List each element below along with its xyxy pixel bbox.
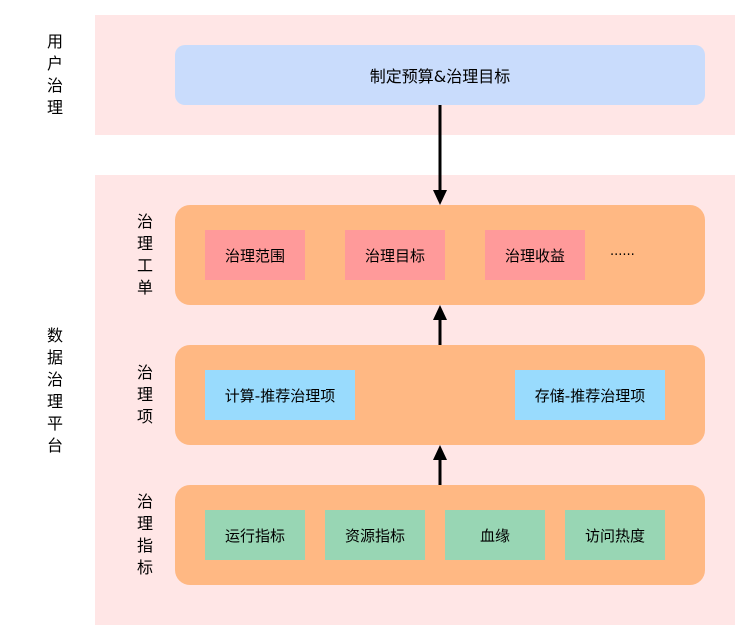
ticket-item-scope: 治理范围 — [205, 230, 305, 280]
label-char: 理 — [136, 385, 153, 404]
label-char: 工 — [136, 256, 153, 275]
label-char: 理 — [136, 234, 153, 253]
label-char: 理 — [46, 392, 63, 411]
label-char: 指 — [136, 536, 153, 555]
ticket-layer-label: 治 理 工 单 — [135, 211, 155, 299]
label-char: 平 — [46, 414, 63, 433]
storage-recommend-item: 存储-推荐治理项 — [515, 370, 665, 420]
label-char: 数 — [46, 326, 63, 345]
metric-access-heat: 访问热度 — [565, 510, 665, 560]
label-char: 理 — [46, 98, 63, 117]
arrow-up-items-to-tickets — [433, 305, 447, 345]
label-char: 台 — [46, 436, 63, 455]
metrics-layer-label: 治 理 指 标 — [135, 491, 155, 579]
arrow-down-goal-to-tickets — [433, 105, 447, 205]
metric-runtime: 运行指标 — [205, 510, 305, 560]
label-char: 治 — [136, 363, 153, 382]
budget-goal-box: 制定预算&治理目标 — [175, 45, 705, 105]
governance-item-layer-label: 治 理 项 — [135, 362, 155, 428]
metric-resource: 资源指标 — [325, 510, 425, 560]
more-ellipsis: ...... — [610, 244, 635, 259]
label-char: 治 — [136, 492, 153, 511]
platform-label: 数 据 治 理 平 台 — [45, 325, 65, 457]
label-char: 治 — [136, 212, 153, 231]
metric-lineage: 血缘 — [445, 510, 545, 560]
label-char: 单 — [136, 278, 153, 297]
label-char: 治 — [46, 370, 63, 389]
label-char: 项 — [136, 407, 153, 426]
label-char: 户 — [46, 54, 63, 73]
compute-recommend-item: 计算-推荐治理项 — [205, 370, 355, 420]
user-governance-label: 用 户 治 理 — [45, 31, 65, 119]
label-char: 据 — [46, 348, 63, 367]
ticket-item-goal: 治理目标 — [345, 230, 445, 280]
arrow-up-metrics-to-items — [433, 445, 447, 485]
label-char: 治 — [46, 76, 63, 95]
label-char: 标 — [136, 558, 153, 577]
label-char: 理 — [136, 514, 153, 533]
ticket-item-benefit: 治理收益 — [485, 230, 585, 280]
label-char: 用 — [46, 32, 63, 51]
